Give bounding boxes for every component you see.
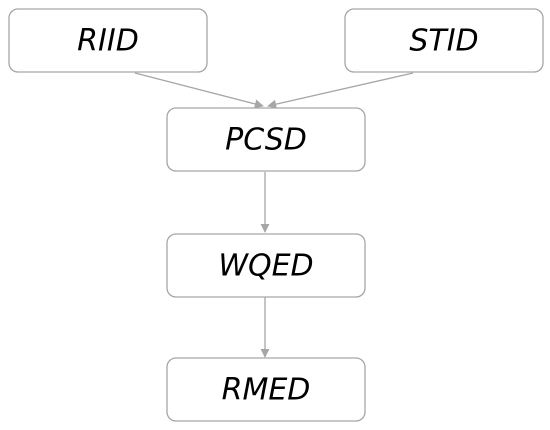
node-rmed: RMED: [166, 357, 366, 422]
node-stid: STID: [344, 8, 544, 73]
node-riid-label: RIID: [77, 24, 139, 59]
node-pcsd: PCSD: [166, 107, 366, 172]
edge-riid-to-pcsd: [134, 72, 264, 109]
node-riid: RIID: [8, 8, 208, 73]
node-wqed: WQED: [166, 233, 366, 298]
node-stid-label: STID: [409, 24, 478, 59]
node-rmed-label: RMED: [222, 373, 311, 408]
node-wqed-label: WQED: [218, 249, 313, 284]
node-pcsd-label: PCSD: [225, 123, 307, 158]
edge-stid-to-pcsd: [267, 72, 414, 109]
